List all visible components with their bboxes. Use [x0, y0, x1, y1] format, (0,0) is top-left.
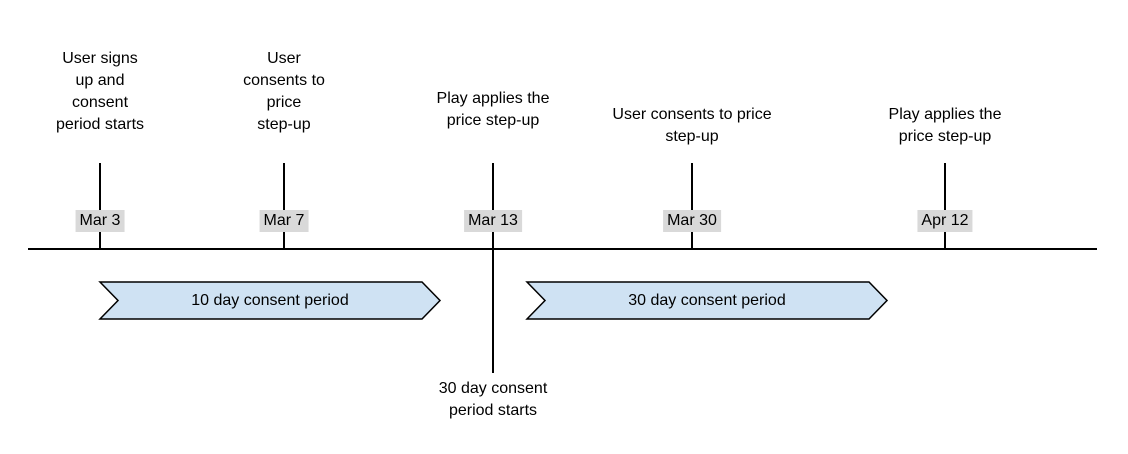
- event-date-badge: Mar 7: [259, 210, 309, 232]
- event-tick: [283, 163, 285, 249]
- event-description: User consents to price step-up: [612, 106, 772, 145]
- event-tick: [492, 163, 494, 249]
- banner-arrow-shape: [525, 281, 889, 320]
- event-tick: [99, 163, 101, 249]
- event-tick-extension: [492, 249, 494, 373]
- event-date-badge: Apr 12: [917, 210, 973, 232]
- banner-arrow-shape: [98, 281, 442, 320]
- consent-period-banner-10-day: 10 day consent period: [98, 281, 442, 320]
- banner-label: 30 day consent period: [628, 291, 786, 309]
- consent-period-banner-30-day: 30 day consent period: [525, 281, 889, 320]
- event-below-description: 30 day consent period starts: [438, 380, 548, 419]
- event-date-badge: Mar 30: [663, 210, 721, 232]
- timeline-axis: [28, 248, 1097, 250]
- event-date-badge: Mar 3: [75, 210, 125, 232]
- event-tick: [691, 163, 693, 249]
- event-description: Play applies the price step-up: [436, 90, 550, 129]
- event-description: User consents to price step-up: [243, 50, 325, 133]
- event-date-badge: Mar 13: [464, 210, 522, 232]
- banner-label: 10 day consent period: [191, 291, 349, 309]
- event-tick: [944, 163, 946, 249]
- event-description: User signs up and consent period starts: [55, 50, 145, 133]
- event-description: Play applies the price step-up: [888, 106, 1002, 145]
